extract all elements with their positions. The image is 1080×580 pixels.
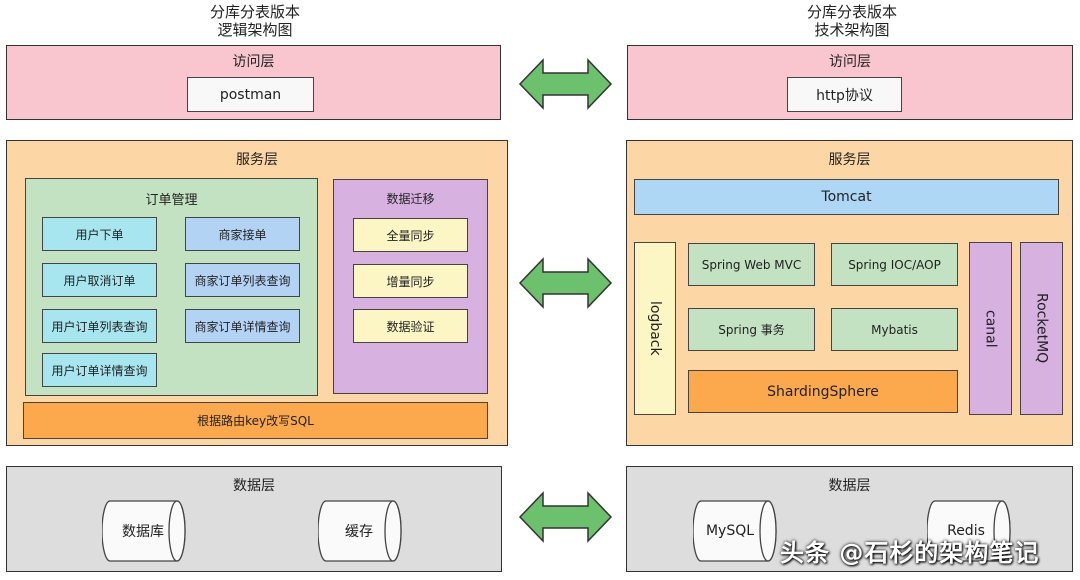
database-cylinder-icon xyxy=(102,500,186,562)
right-data-label: 数据层 xyxy=(828,478,871,494)
left-title-line2: 逻辑架构图 xyxy=(217,21,293,39)
mysql-cylinder-icon xyxy=(693,500,777,562)
spring-transaction-box: Spring 事务 xyxy=(688,308,815,351)
migration-data-verify: 数据验证 xyxy=(353,309,468,343)
postman-box: postman xyxy=(187,77,314,112)
logback-label: logback xyxy=(647,301,663,356)
access-double-arrow-icon xyxy=(518,58,613,110)
tomcat-box: Tomcat xyxy=(634,179,1059,215)
right-access-layer: 访问层 http协议 xyxy=(627,45,1073,120)
left-data-layer: 数据层 数据库 缓存 xyxy=(6,466,502,572)
data-migration-label: 数据迁移 xyxy=(386,192,435,206)
routing-key-rewrite-sql: 根据路由key改写SQL xyxy=(23,402,488,439)
shardingsphere-box: ShardingSphere xyxy=(688,370,958,413)
left-service-label: 服务层 xyxy=(236,152,278,168)
migration-incremental-sync: 增量同步 xyxy=(353,264,468,298)
right-service-label: 服务层 xyxy=(828,152,871,168)
spring-web-mvc-box: Spring Web MVC xyxy=(688,243,815,286)
left-title-line1: 分库分表版本 xyxy=(209,3,300,21)
right-title-line2: 技术架构图 xyxy=(814,21,890,39)
data-migration-group: 数据迁移 全量同步 增量同步 数据验证 xyxy=(333,179,488,394)
order-item-merchant-accept: 商家接单 xyxy=(185,217,300,251)
database-label: 数据库 xyxy=(122,524,164,540)
right-service-layer: 服务层 Tomcat logback Spring Web MVC Spring… xyxy=(626,140,1073,446)
right-access-label: 访问层 xyxy=(829,54,871,70)
rocketmq-label: RocketMQ xyxy=(1033,293,1050,364)
right-diagram-title: 分库分表版本 技术架构图 xyxy=(752,3,952,39)
left-data-label: 数据层 xyxy=(233,478,275,494)
mybatis-box: Mybatis xyxy=(831,308,958,351)
order-item-merchant-list-query: 商家订单列表查询 xyxy=(185,263,300,297)
canal-label: canal xyxy=(982,309,999,348)
right-data-layer: 数据层 MySQL Redis xyxy=(626,466,1073,572)
http-protocol-box: http协议 xyxy=(787,77,902,112)
order-management-label: 订单管理 xyxy=(145,193,198,208)
redis-cylinder-icon xyxy=(927,500,1011,562)
service-double-arrow-icon xyxy=(518,257,613,309)
mysql-label: MySQL xyxy=(705,523,755,539)
rocketmq-box: RocketMQ xyxy=(1020,242,1063,415)
right-title-line1: 分库分表版本 xyxy=(806,3,897,21)
left-service-layer: 服务层 订单管理 用户下单 商家接单 用户取消订单 商家订单列表查询 用户订单列… xyxy=(6,140,508,446)
cache-label: 缓存 xyxy=(345,524,373,540)
order-item-user-list-query: 用户订单列表查询 xyxy=(42,309,157,343)
canal-box: canal xyxy=(969,242,1012,415)
order-management-group: 订单管理 用户下单 商家接单 用户取消订单 商家订单列表查询 用户订单列表查询 … xyxy=(25,178,318,396)
cache-cylinder-icon xyxy=(318,500,402,562)
left-access-label: 访问层 xyxy=(232,54,275,70)
order-item-user-detail-query: 用户订单详情查询 xyxy=(42,353,157,387)
data-double-arrow-icon xyxy=(518,491,613,543)
left-access-layer: 访问层 postman xyxy=(6,45,501,120)
logback-box: logback xyxy=(634,242,676,415)
order-item-user-place-order: 用户下单 xyxy=(42,217,157,251)
spring-ioc-aop-box: Spring IOC/AOP xyxy=(831,243,958,286)
order-item-merchant-detail-query: 商家订单详情查询 xyxy=(185,309,300,343)
order-item-user-cancel: 用户取消订单 xyxy=(42,263,157,297)
watermark-text: 头条 @石杉的架构笔记 xyxy=(780,539,1040,567)
redis-label: Redis xyxy=(947,523,985,539)
migration-full-sync: 全量同步 xyxy=(353,218,468,252)
left-diagram-title: 分库分表版本 逻辑架构图 xyxy=(155,3,355,39)
